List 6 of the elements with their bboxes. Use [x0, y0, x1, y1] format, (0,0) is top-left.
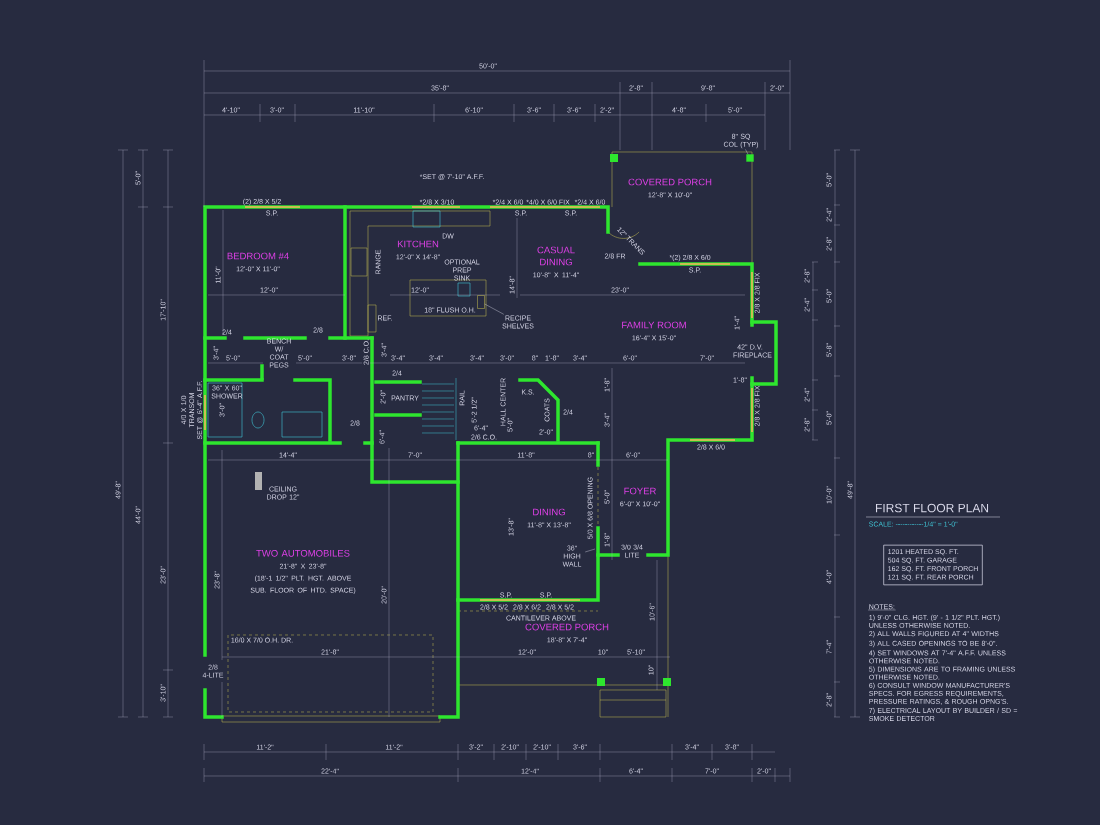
leader-line — [745, 149, 749, 155]
plan-title: FIRST FLOOR PLAN — [876, 503, 989, 513]
shelf — [477, 295, 485, 309]
column-post — [746, 154, 754, 162]
leader-line — [484, 303, 504, 315]
leader-line — [585, 548, 596, 553]
